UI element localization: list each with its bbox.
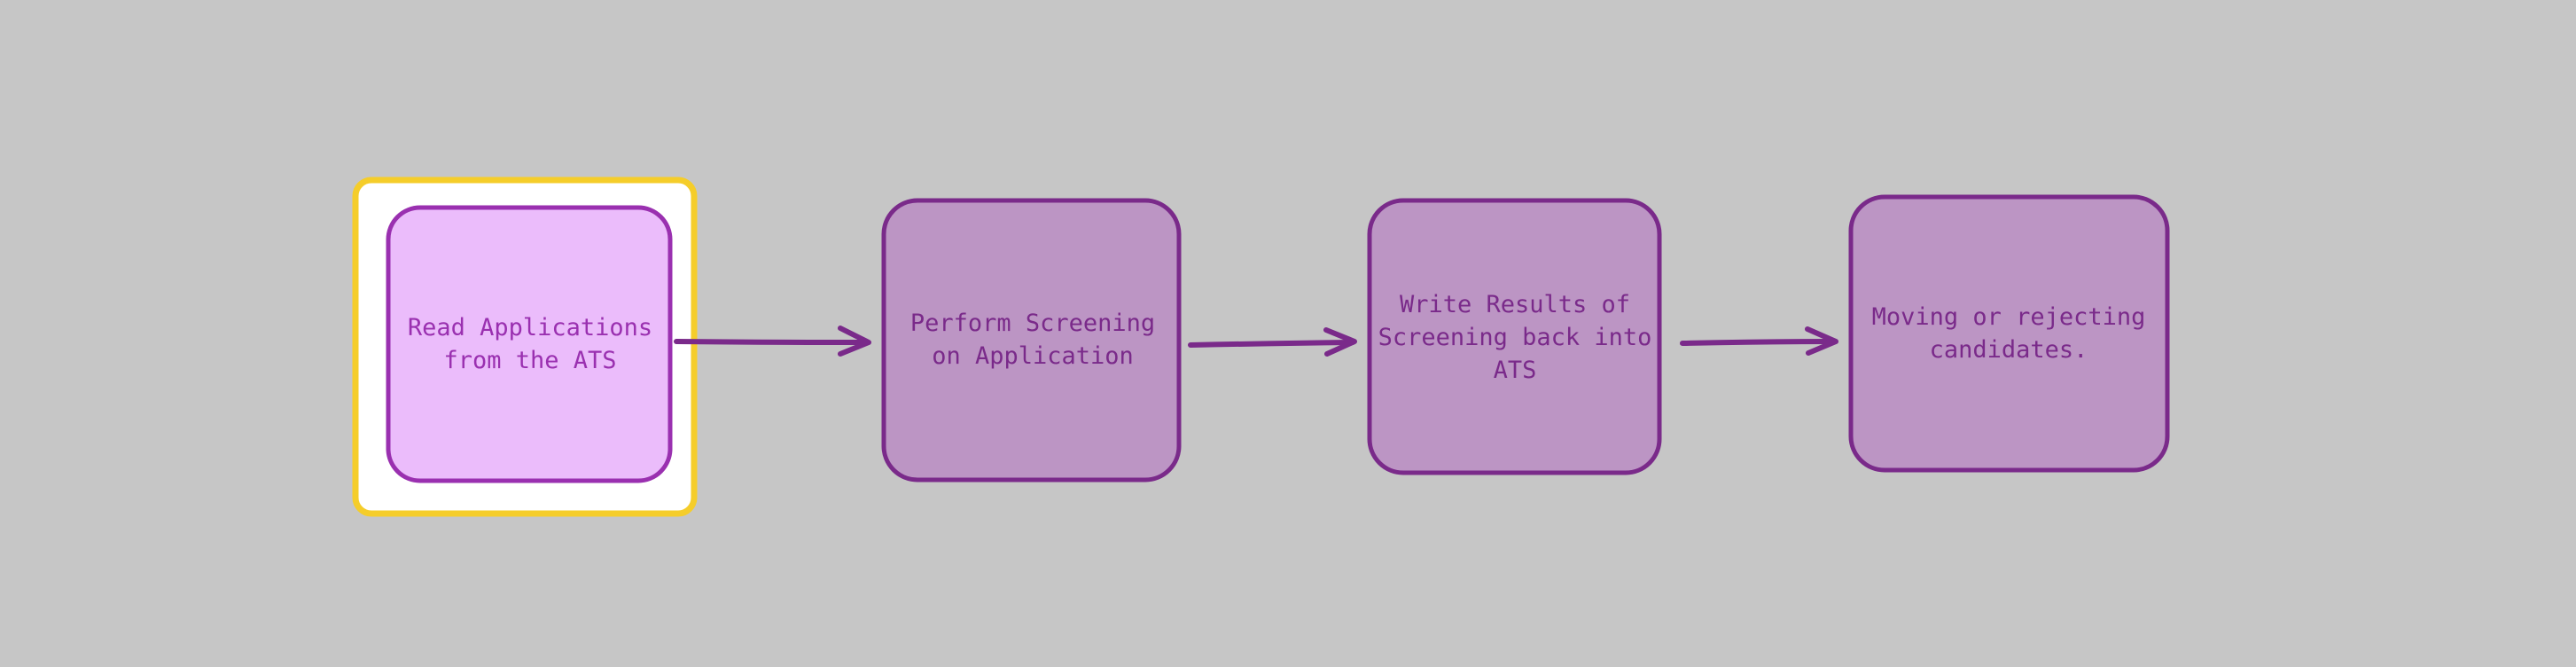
node-label-moving-rejecting: Moving or rejecting candidates. bbox=[1871, 303, 2146, 364]
node-perform-screening[interactable] bbox=[881, 198, 1182, 483]
node-moving-rejecting[interactable] bbox=[1848, 194, 2170, 473]
node-read-applications[interactable] bbox=[386, 205, 673, 483]
node-label-write-results: Write Results of Screening back into ATS bbox=[1378, 290, 1652, 384]
node-write-results[interactable] bbox=[1367, 198, 1662, 475]
edge-screening-to-write[interactable] bbox=[1188, 327, 1357, 357]
arrowhead bbox=[838, 326, 871, 357]
arrowhead bbox=[1805, 326, 1838, 356]
node-label-perform-screening: Perform Screening on Application bbox=[909, 310, 1156, 370]
edge-read-to-screening[interactable] bbox=[674, 326, 871, 357]
edge-write-to-moving[interactable] bbox=[1680, 326, 1838, 356]
arrow-shaft bbox=[674, 339, 870, 345]
arrow-shaft bbox=[1680, 339, 1837, 346]
arrowhead bbox=[1323, 327, 1357, 357]
arrow-shaft bbox=[1188, 340, 1355, 348]
node-label-read-applications: Read Applications from the ATS bbox=[407, 314, 653, 374]
